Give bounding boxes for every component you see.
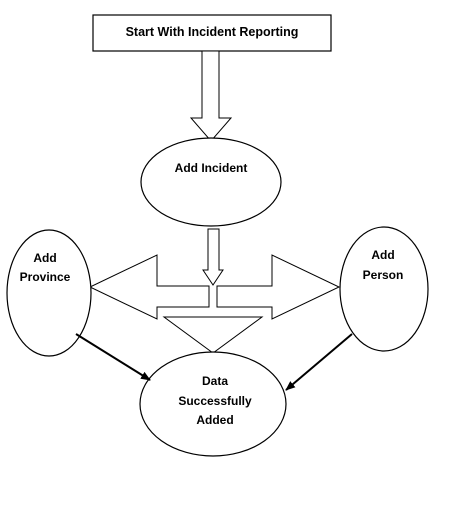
person-label-line1: Add — [371, 248, 394, 262]
result-label-line3: Added — [196, 413, 233, 427]
block-arrow-to-result — [162, 316, 264, 354]
block-arrow-to-person — [216, 254, 341, 320]
block-arrow-start-to-incident — [189, 50, 233, 142]
block-arrow-incident-down — [202, 228, 224, 286]
start-node: Start With Incident Reporting — [92, 14, 332, 52]
block-arrow-to-province — [88, 254, 210, 320]
province-label-line2: Province — [20, 270, 71, 284]
result-label-line1: Data — [202, 374, 228, 388]
start-label: Start With Incident Reporting — [126, 25, 299, 39]
result-node: Data Successfully Added — [139, 351, 287, 457]
result-label-line2: Successfully — [178, 394, 252, 408]
connector-province-to-result — [75, 333, 151, 381]
incident-label: Add Incident — [175, 161, 248, 175]
person-label-line2: Person — [363, 268, 404, 282]
person-node: Add Person — [339, 226, 429, 352]
province-label-line1: Add — [33, 251, 56, 265]
connector-person-to-result — [285, 333, 353, 391]
province-node: Add Province — [6, 229, 92, 357]
incident-node: Add Incident — [140, 137, 282, 227]
